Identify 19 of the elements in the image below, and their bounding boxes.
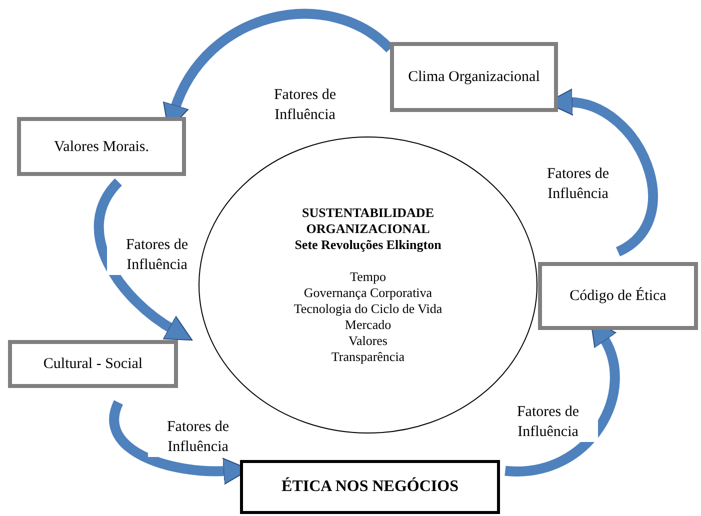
heading-text: SUSTENTABILIDADE ORGANIZACIONAL	[301, 205, 435, 237]
list-item: Governança Corporativa	[304, 285, 432, 301]
list-item: Valores	[348, 333, 388, 349]
box-label: Código de Ética	[570, 286, 666, 306]
text-box	[390, 42, 558, 112]
box-label: Cultural - Social	[43, 355, 143, 374]
curved-arrow	[94, 178, 192, 342]
box-label: ÉTICA NOS NEGÓCIOS	[282, 476, 458, 497]
box-label: Clima Organizacional	[408, 68, 540, 87]
text-box	[240, 460, 500, 514]
list-item: Mercado	[344, 317, 392, 333]
heading-text: Sete Revoluções Elkington	[294, 237, 442, 253]
list-item: Transparência	[331, 349, 405, 365]
list-item: Tecnologia do Ciclo de Vida	[294, 301, 442, 317]
list-item: Tempo	[350, 269, 386, 285]
text-box	[17, 117, 186, 176]
box-label: Valores Morais.	[54, 138, 149, 156]
text-box	[8, 340, 178, 388]
text-box	[538, 262, 698, 330]
